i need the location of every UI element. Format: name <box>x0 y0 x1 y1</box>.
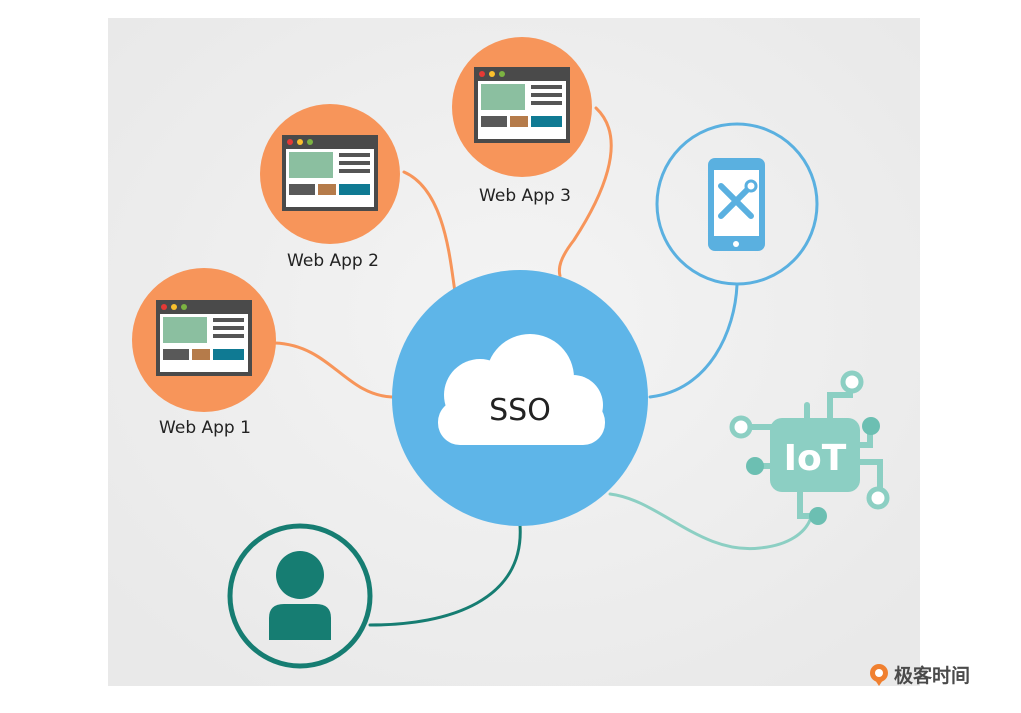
web-app-2-node[interactable] <box>260 104 400 244</box>
web-app-1-label: Web App 1 <box>159 418 251 438</box>
web-app-3-label: Web App 3 <box>479 186 571 206</box>
iot-chip-icon[interactable]: IoT <box>729 370 890 525</box>
web-app-1-node[interactable] <box>132 268 276 412</box>
connector-web-app-1 <box>273 341 394 399</box>
user-icon <box>269 551 331 640</box>
iot-label: IoT <box>784 438 847 479</box>
sso-label: SSO <box>489 393 551 428</box>
browser-window-icon <box>282 135 378 211</box>
connector-web-app-2 <box>402 170 457 294</box>
brand-name: 极客时间 <box>894 665 971 687</box>
connector-mobile <box>648 283 739 399</box>
mobile-tools-icon <box>708 158 765 251</box>
connector-iot <box>608 492 812 551</box>
connector-web-app-3 <box>557 106 613 278</box>
mobile-node[interactable] <box>655 122 819 286</box>
sso-node[interactable] <box>392 270 648 526</box>
connector-user <box>368 523 522 627</box>
web-app-2-label: Web App 2 <box>287 251 379 271</box>
browser-window-icon <box>156 300 252 376</box>
brand-mark-icon <box>870 663 888 686</box>
web-app-3-node[interactable] <box>452 37 592 177</box>
browser-window-icon <box>474 67 570 143</box>
brand-logo: 极客时间 <box>868 661 970 688</box>
cloud-icon <box>438 334 605 445</box>
user-node[interactable] <box>227 523 373 669</box>
